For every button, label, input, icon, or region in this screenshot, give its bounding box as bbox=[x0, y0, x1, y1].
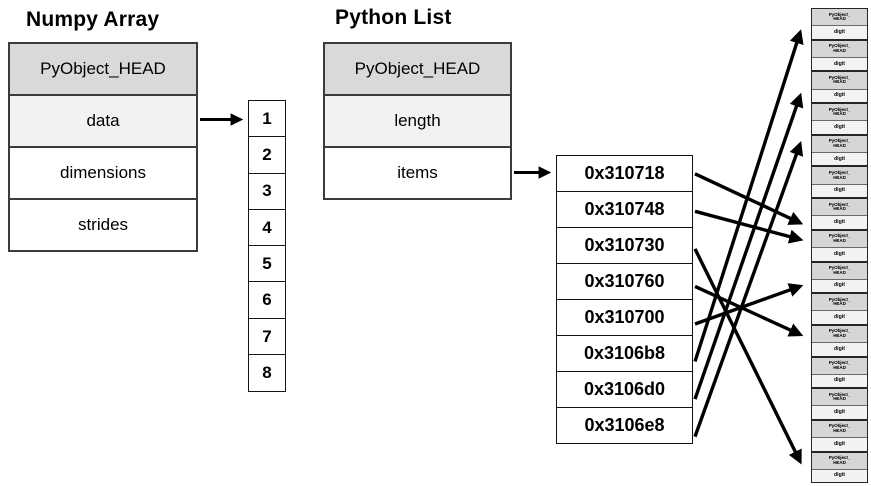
pointer-arrow bbox=[693, 140, 804, 438]
object-head-cell: PyObject_HEAD bbox=[812, 389, 867, 407]
address-cell: 0x310718 bbox=[556, 155, 693, 193]
object-head-cell: PyObject_HEAD bbox=[812, 199, 867, 217]
object-head-cell: PyObject_HEAD bbox=[812, 135, 867, 153]
object-digit-cell: digit bbox=[812, 279, 867, 293]
object-digit-cell: digit bbox=[812, 311, 867, 324]
buffer-cell: 3 bbox=[248, 172, 286, 211]
object-head-cell: PyObject_HEAD bbox=[812, 72, 867, 90]
object-head-cell: PyObject_HEAD bbox=[812, 167, 867, 185]
object-head-cell: PyObject_HEAD bbox=[812, 452, 867, 470]
python-list-row-pyobject-head: PyObject_HEAD bbox=[325, 44, 510, 94]
address-cell: 0x3106d0 bbox=[556, 370, 693, 409]
buffer-cell: 6 bbox=[248, 281, 286, 320]
object-digit-cell: digit bbox=[812, 26, 867, 39]
object-head-cell: PyObject_HEAD bbox=[812, 9, 867, 27]
pointer-arrow bbox=[694, 283, 804, 326]
object-digit-cell: digit bbox=[812, 184, 867, 198]
object-digit-cell: digit bbox=[812, 57, 867, 71]
buffer-cell: 7 bbox=[248, 317, 286, 356]
address-cell: 0x310760 bbox=[556, 262, 693, 301]
numpy-row-pyobject-head: PyObject_HEAD bbox=[10, 44, 196, 94]
buffer-cell: 5 bbox=[248, 245, 286, 283]
object-head-cell: PyObject_HEAD bbox=[812, 230, 867, 248]
pointer-arrow bbox=[693, 92, 804, 400]
object-digit-cell: digit bbox=[812, 121, 867, 134]
address-cell: 0x310730 bbox=[556, 226, 693, 265]
numpy-row-strides: strides bbox=[10, 198, 196, 250]
numpy-row-data: data bbox=[10, 94, 196, 146]
object-digit-cell: digit bbox=[812, 406, 867, 419]
object-head-cell: PyObject_HEAD bbox=[812, 357, 867, 375]
object-digit-cell: digit bbox=[812, 469, 867, 483]
address-cell: 0x310748 bbox=[556, 190, 693, 229]
python-list-row-items: items bbox=[325, 146, 510, 198]
numpy-row-dimensions: dimensions bbox=[10, 146, 196, 198]
address-cell: 0x310700 bbox=[556, 298, 693, 337]
pointer-arrow bbox=[693, 29, 804, 363]
buffer-cell: 8 bbox=[248, 354, 286, 392]
object-digit-cell: digit bbox=[812, 216, 867, 229]
address-cell: 0x3106b8 bbox=[556, 334, 693, 373]
object-head-cell: PyObject_HEAD bbox=[812, 420, 867, 439]
pointer-arrow bbox=[694, 172, 804, 225]
object-digit-cell: digit bbox=[812, 438, 867, 451]
object-digit-cell: digit bbox=[812, 152, 867, 166]
numpy-array-title: Numpy Array bbox=[26, 8, 160, 31]
address-cell: 0x3106e8 bbox=[556, 406, 693, 445]
object-head-cell: PyObject_HEAD bbox=[812, 40, 867, 58]
object-head-cell: PyObject_HEAD bbox=[812, 104, 867, 122]
object-digit-cell: digit bbox=[812, 89, 867, 103]
object-head-cell: PyObject_HEAD bbox=[812, 262, 867, 280]
object-head-cell: PyObject_HEAD bbox=[812, 294, 867, 312]
pointer-arrow bbox=[693, 248, 802, 465]
object-head-cell: PyObject_HEAD bbox=[812, 325, 867, 344]
object-digit-cell: digit bbox=[812, 248, 867, 261]
pointer-arrow bbox=[694, 284, 804, 337]
object-digit-cell: digit bbox=[812, 374, 867, 388]
python-list-title: Python List bbox=[335, 6, 452, 29]
buffer-cell: 1 bbox=[248, 100, 286, 138]
object-digit-cell: digit bbox=[812, 343, 867, 356]
buffer-cell: 2 bbox=[248, 136, 286, 174]
python-list-row-length: length bbox=[325, 94, 510, 146]
buffer-cell: 4 bbox=[248, 208, 286, 247]
pointer-arrow bbox=[694, 209, 804, 244]
